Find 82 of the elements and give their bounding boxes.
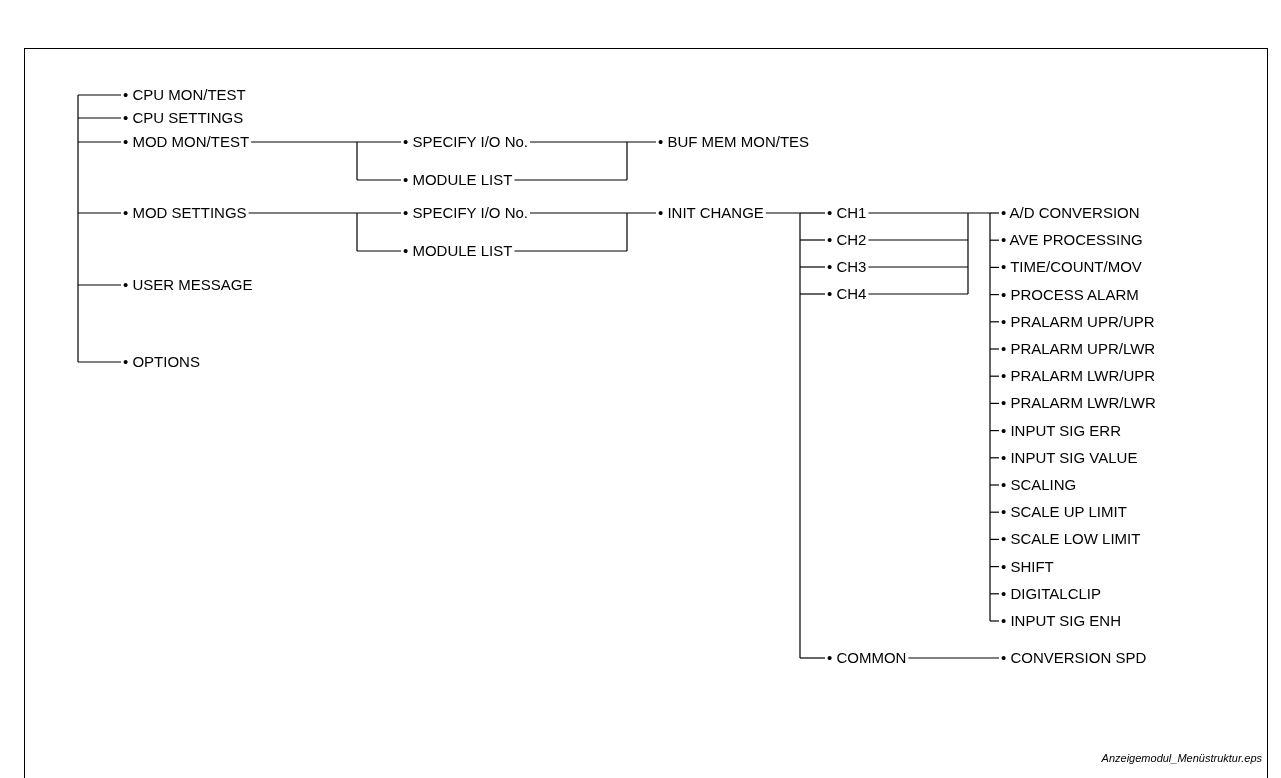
connector-line	[989, 511, 1000, 513]
menu-item: • INPUT SIG ENH	[999, 612, 1123, 630]
menu-item: • OPTIONS	[121, 353, 202, 371]
menu-item: • USER MESSAGE	[121, 276, 255, 294]
connector-line	[799, 657, 826, 659]
menu-item: • PROCESS ALARM	[999, 285, 1141, 304]
connector-line	[248, 212, 358, 252]
menu-item: • CPU SETTINGS	[121, 109, 246, 127]
menu-item: • PRALARM UPR/LWR	[999, 340, 1158, 358]
connector-line	[989, 484, 1000, 486]
menu-item: • CH3	[825, 258, 869, 276]
menu-item: • SCALE UP LIMIT	[999, 503, 1129, 522]
menu-item: • INPUT SIG ERR	[999, 421, 1123, 440]
menu-item: • SPECIFY I/O No.	[401, 133, 530, 151]
connector-line	[250, 141, 358, 181]
menu-item: • BUF MEM MON/TES	[656, 133, 812, 151]
connector-line	[989, 566, 1000, 568]
menu-item: • CH1	[825, 204, 869, 222]
menu-item: • CONVERSION SPD	[999, 649, 1149, 667]
connector-line	[77, 284, 122, 286]
menu-item: • CH2	[825, 231, 869, 249]
connector-line	[989, 348, 1000, 350]
caption: Anzeigemodul_Menüstruktur.eps	[1101, 752, 1262, 764]
connector-line	[799, 293, 826, 295]
connector-line	[77, 94, 79, 363]
menu-item: • TIME/COUNT/MOV	[999, 258, 1144, 277]
connector-line	[77, 212, 122, 214]
connector-line	[356, 250, 402, 252]
connector-line	[529, 141, 628, 143]
menu-item: • A/D CONVERSION	[999, 204, 1142, 222]
connector-line	[513, 179, 628, 181]
connector-line	[513, 250, 628, 252]
connector-line	[989, 538, 1000, 540]
connector-line	[77, 117, 122, 119]
connector-line	[356, 179, 402, 181]
connector-line	[799, 212, 826, 214]
menu-item: • INIT CHANGE	[656, 204, 766, 222]
menu-item: • DIGITALCLIP	[999, 584, 1103, 603]
connector-line	[77, 94, 122, 96]
menu-item: • SHIFT	[999, 557, 1056, 576]
connector-line	[867, 212, 969, 214]
menu-item: • AVE PROCESSING	[999, 231, 1145, 250]
connector-line	[799, 266, 826, 268]
connector-line	[77, 141, 122, 143]
connector-line	[989, 294, 1000, 296]
menu-item: • PRALARM LWR/LWR	[999, 394, 1158, 413]
connector-line	[77, 361, 122, 363]
connector-line	[529, 212, 628, 214]
menu-item: • CPU MON/TEST	[121, 86, 248, 104]
menu-item: • SCALE LOW LIMIT	[999, 530, 1143, 549]
connector-line	[867, 293, 969, 295]
connector-line	[989, 430, 1000, 432]
menu-item: • COMMON	[825, 649, 909, 667]
connector-line	[989, 620, 1000, 622]
menu-item: • CH4	[825, 285, 869, 303]
connector-line	[626, 141, 657, 181]
connector-line	[356, 141, 402, 143]
menu-item: • MODULE LIST	[401, 171, 515, 189]
connector-line	[967, 212, 991, 622]
connector-line	[989, 212, 1000, 214]
connector-line	[989, 266, 1000, 268]
menu-item: • SCALING	[999, 476, 1079, 494]
connector-line	[989, 457, 1000, 459]
connector-line	[867, 266, 969, 268]
connector-line	[907, 657, 1000, 659]
connector-line	[867, 239, 969, 241]
connector-line	[989, 593, 1000, 595]
connector-line	[799, 239, 826, 241]
menu-item: • PRALARM UPR/UPR	[999, 312, 1157, 331]
menu-item: • INPUT SIG VALUE	[999, 448, 1140, 467]
menu-item: • MODULE LIST	[401, 242, 515, 260]
connector-line	[626, 212, 657, 252]
menu-item: • PRALARM LWR/UPR	[999, 367, 1158, 386]
connector-line	[989, 239, 1000, 241]
connector-line	[765, 212, 801, 659]
menu-item: • MOD MON/TEST	[121, 133, 252, 151]
connector-line	[989, 321, 1000, 323]
connector-line	[356, 212, 402, 214]
menu-item: • SPECIFY I/O No.	[401, 204, 530, 222]
connector-line	[989, 375, 1000, 377]
menu-item: • MOD SETTINGS	[121, 204, 249, 222]
connector-line	[989, 402, 1000, 404]
